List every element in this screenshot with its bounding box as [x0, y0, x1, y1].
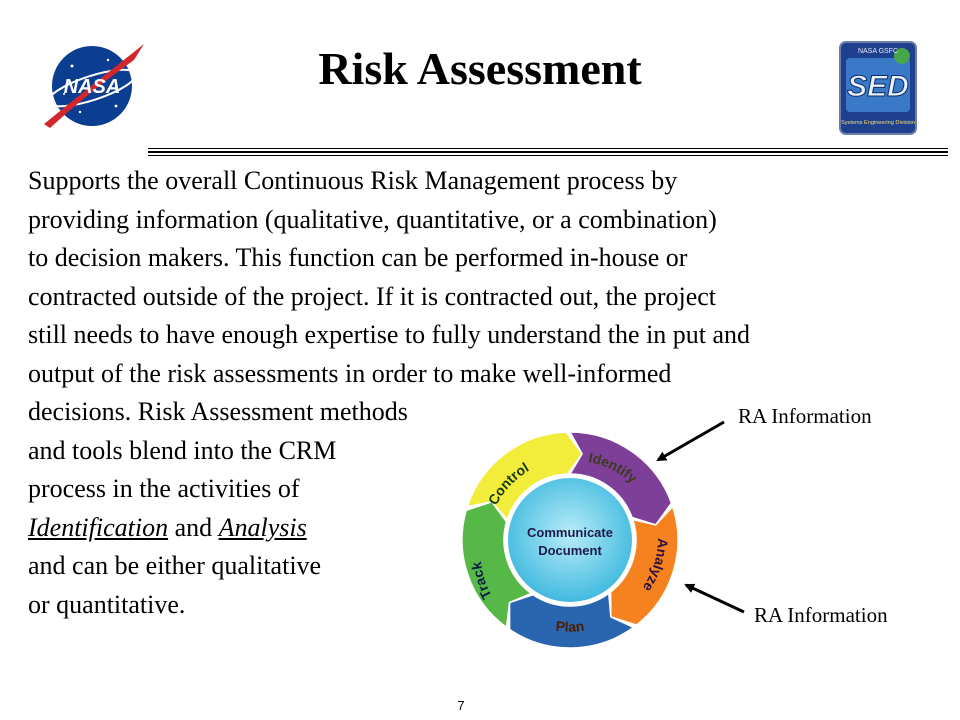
- plan-segment: [609, 505, 679, 626]
- identify-segment: [466, 431, 584, 522]
- body-line: providing information (qualitative, quan…: [28, 204, 717, 234]
- analyze-segment: [568, 431, 673, 526]
- analysis-term: Analysis: [218, 512, 307, 542]
- body-line: process in the activities of: [28, 474, 300, 503]
- communicate-document-hub: [508, 478, 632, 602]
- body-line: or quantitative.: [28, 589, 186, 619]
- segment-label-plan: Plan: [555, 618, 585, 635]
- hub-label-communicate: Communicate: [527, 525, 613, 540]
- body-line: decisions. Risk Assessment methods: [28, 397, 408, 426]
- cycle-ring: [461, 431, 679, 649]
- body-line: to decision makers. This function can be…: [28, 243, 688, 272]
- body-line: contracted outside of the project. If it…: [28, 281, 717, 311]
- control-segment: [461, 500, 533, 629]
- track-segment: [508, 592, 635, 649]
- crm-cycle-diagram: Communicate Document Identify Analyze Pl…: [461, 431, 679, 649]
- identification-term: Identification: [28, 512, 169, 542]
- svg-text:NASA: NASA: [64, 76, 121, 98]
- svg-text:SED: SED: [847, 70, 909, 103]
- body-line: and tools blend into the CRM: [28, 435, 337, 465]
- page-number: 7: [457, 698, 465, 713]
- svg-text:NASA GSFC: NASA GSFC: [858, 48, 898, 55]
- ra-information-label-top: RA Information: [738, 404, 872, 428]
- hub-label-document: Document: [538, 543, 602, 558]
- svg-text:Systems Engineering Division: Systems Engineering Division: [841, 120, 915, 126]
- title-divider: [148, 148, 948, 156]
- slide-title: Risk Assessment: [318, 43, 642, 94]
- body-paragraph: Supports the overall Continuous Risk Man…: [28, 162, 750, 624]
- body-line-activities: Identification and Analysis: [28, 509, 750, 548]
- body-line: and can be either qualitative: [28, 551, 322, 580]
- ra-information-label-bottom: RA Information: [754, 603, 888, 627]
- body-text-and: and: [168, 512, 219, 542]
- body-line: output of the risk assessments in order …: [28, 358, 672, 388]
- nasa-logo: NASA: [44, 44, 144, 128]
- body-line: Supports the overall Continuous Risk Man…: [28, 166, 678, 195]
- body-line: still needs to have enough expertise to …: [28, 320, 751, 349]
- sed-logo: NASA GSFC SED Systems Engineering Divisi…: [839, 41, 917, 135]
